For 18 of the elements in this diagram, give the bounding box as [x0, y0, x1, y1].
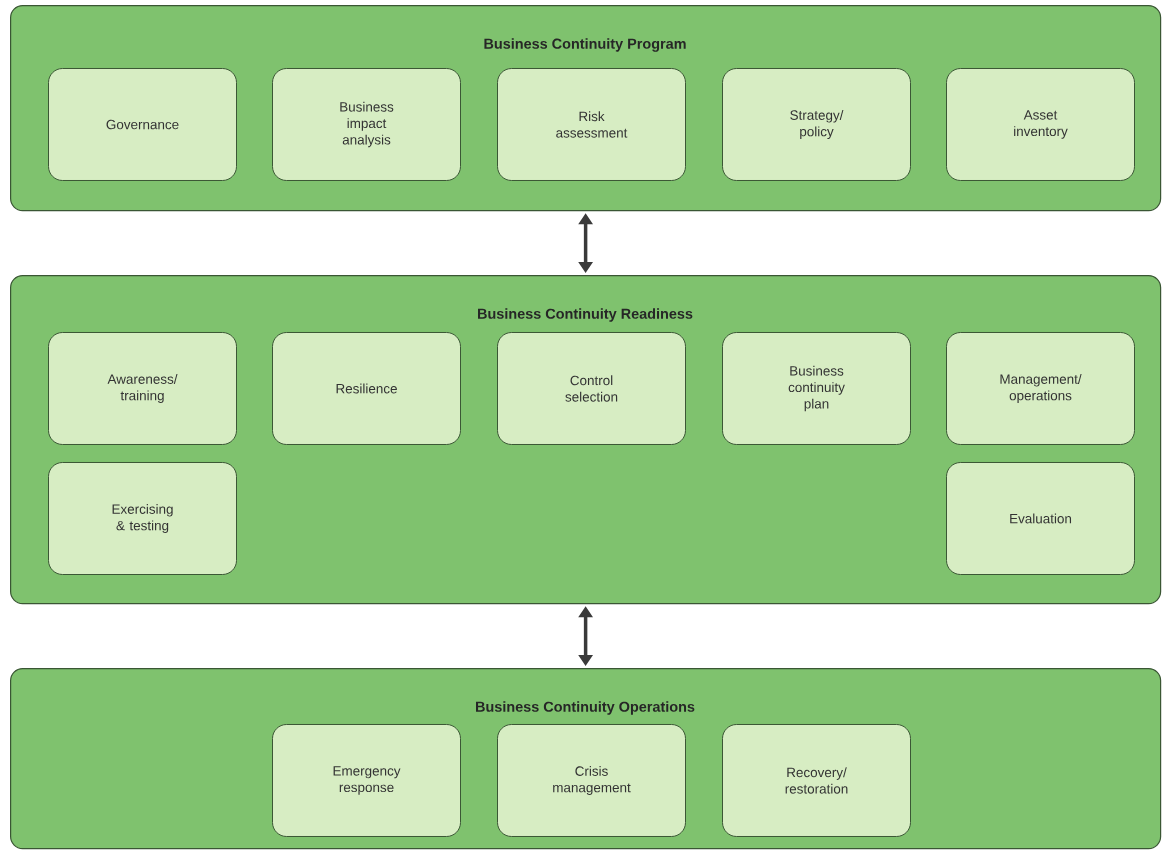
- process-box: Business impact analysis: [272, 68, 461, 181]
- process-box: Awareness/ training: [48, 332, 237, 445]
- process-box: Control selection: [497, 332, 686, 445]
- process-box: Business continuity plan: [722, 332, 911, 445]
- panel-title: Business Continuity Program: [484, 38, 686, 52]
- process-box: Emergency response: [272, 724, 461, 837]
- panel-title: Business Continuity Readiness: [478, 308, 693, 322]
- process-box: Exercising & testing: [48, 462, 237, 575]
- process-box: Governance: [48, 68, 237, 181]
- process-box: Risk assessment: [497, 68, 686, 181]
- process-box: Management/ operations: [946, 332, 1135, 445]
- process-box: Crisis management: [497, 724, 686, 837]
- process-box: Strategy/ policy: [722, 68, 911, 181]
- process-box: Resilience: [272, 332, 461, 445]
- process-box: Evaluation: [946, 462, 1135, 575]
- process-box: Asset inventory: [946, 68, 1135, 181]
- panel-title: Business Continuity Operations: [476, 701, 695, 715]
- process-box: Recovery/ restoration: [722, 724, 911, 837]
